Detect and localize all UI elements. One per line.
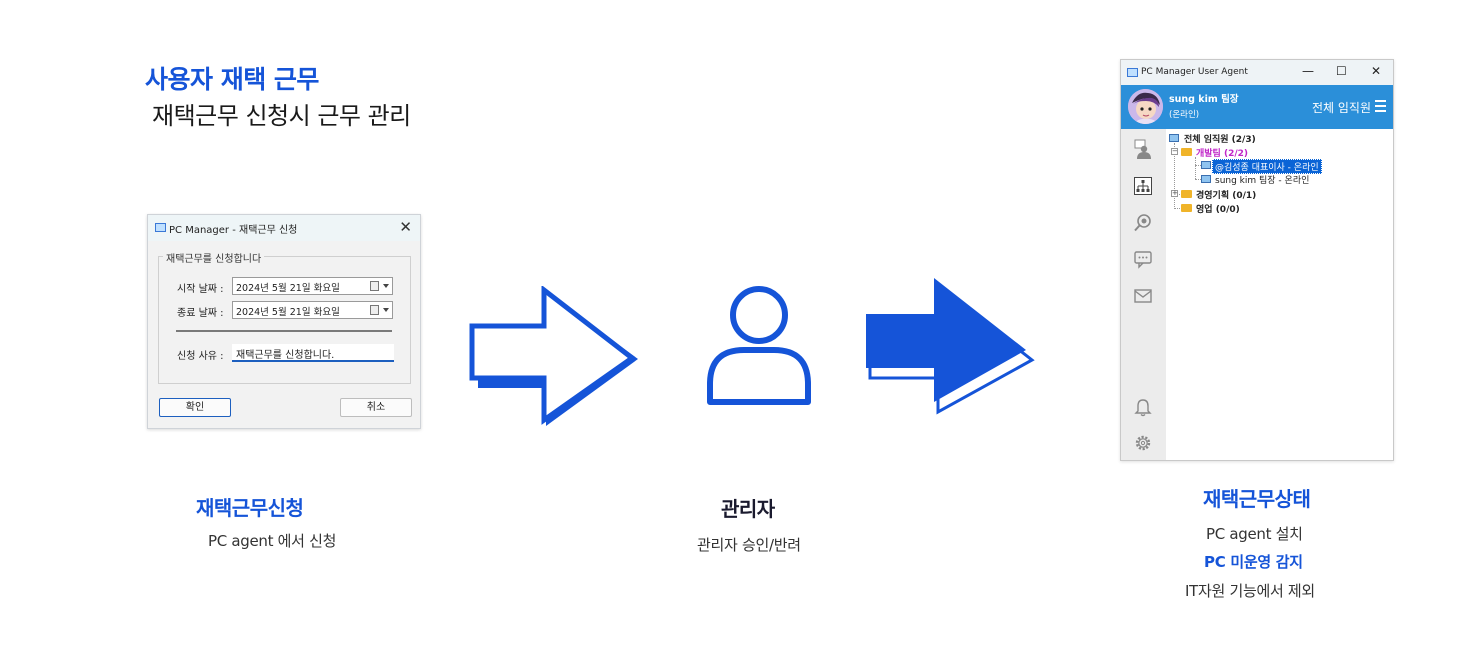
app-icon (155, 223, 166, 232)
reason-label: 신청 사유 : (177, 351, 224, 362)
start-date-picker[interactable]: 2024년 5월 21일 화요일 (232, 277, 393, 295)
tree-item-sales[interactable]: 영업 (0/0) (1196, 205, 1240, 215)
folder-icon (1181, 204, 1192, 212)
status-caption-line2: PC 미운영 감지 (1204, 553, 1303, 571)
window-titlebar: PC Manager User Agent — ☐ ✕ (1121, 60, 1393, 85)
collapse-toggle[interactable]: − (1171, 147, 1178, 155)
close-button[interactable]: ✕ (1371, 64, 1382, 78)
gear-icon[interactable] (1133, 433, 1153, 453)
dialog-title: PC Manager - 재택근무 신청 (169, 225, 298, 236)
status-caption-line3: IT자원 기능에서 제외 (1185, 582, 1315, 600)
remote-work-request-dialog: PC Manager - 재택근무 신청 ✕ 재택근무를 신청합니다 시작 날짜… (147, 214, 421, 429)
minimize-button[interactable]: — (1302, 64, 1314, 78)
all-staff-label[interactable]: 전체 임직원 (1311, 101, 1371, 115)
calendar-icon[interactable] (370, 305, 379, 315)
expand-toggle[interactable]: + (1171, 189, 1178, 197)
dialog-titlebar: PC Manager - 재택근무 신청 ✕ (148, 215, 420, 241)
tree-item-planning[interactable]: 경영기획 (0/1) (1196, 191, 1257, 201)
admin-caption-title: 관리자 (721, 497, 775, 521)
user-status: (온라인) (1169, 110, 1200, 120)
group-label: 재택근무를 신청합니다 (163, 250, 265, 265)
section-title: 사용자 재택 근무 (145, 65, 319, 94)
bell-icon[interactable] (1133, 397, 1153, 417)
window-title: PC Manager User Agent (1141, 67, 1248, 77)
tree-item-member2[interactable]: sung kim 팀장 - 온라인 (1215, 176, 1310, 186)
divider (176, 330, 392, 332)
end-date-picker[interactable]: 2024년 5월 21일 화요일 (232, 301, 393, 319)
org-chart-icon[interactable] (1133, 176, 1153, 196)
avatar[interactable] (1128, 89, 1163, 124)
user-name: sung kim 팀장 (1169, 94, 1239, 105)
pc-manager-window: PC Manager User Agent — ☐ ✕ sung kim 팀장 … (1120, 59, 1394, 461)
section-subtitle: 재택근무 신청시 근무 관리 (152, 102, 411, 130)
app-icon (1127, 68, 1138, 77)
arrow-right-filled-icon (866, 278, 1035, 415)
monitor-icon (1201, 175, 1211, 183)
folder-icon (1181, 148, 1192, 156)
start-date-value: 2024년 5월 21일 화요일 (236, 283, 340, 294)
sidebar (1121, 129, 1166, 460)
arrow-right-outline-icon (469, 286, 638, 426)
org-tree: 전체 임직원 (2/3) − 개발팀 (2/2) @김성종 대표이사 - 온라인… (1167, 129, 1393, 459)
close-icon[interactable]: ✕ (399, 218, 412, 236)
tree-root[interactable]: 전체 임직원 (2/3) (1184, 135, 1256, 145)
ok-button[interactable]: 확인 (159, 398, 231, 417)
dropdown-arrow-icon[interactable] (383, 284, 389, 288)
user-icon (707, 286, 811, 405)
start-date-label: 시작 날짜 : (177, 284, 224, 295)
reason-value: 재택근무를 신청합니다. (236, 350, 335, 361)
maximize-button[interactable]: ☐ (1336, 64, 1347, 78)
end-date-value: 2024년 5월 21일 화요일 (236, 307, 340, 318)
chat-icon[interactable] (1133, 249, 1153, 269)
monitor-icon (1169, 134, 1179, 142)
search-icon[interactable] (1133, 213, 1153, 233)
cancel-button[interactable]: 취소 (340, 398, 412, 417)
calendar-icon[interactable] (370, 281, 379, 291)
request-caption-title: 재택근무신청 (196, 496, 304, 520)
folder-icon (1181, 190, 1192, 198)
request-caption-text: PC agent 에서 신청 (208, 532, 337, 550)
end-date-label: 종료 날짜 : (177, 308, 224, 319)
user-header: sung kim 팀장 (온라인) 전체 임직원 (1121, 85, 1393, 129)
tree-item-dev-team[interactable]: 개발팀 (2/2) (1196, 149, 1249, 159)
status-caption-line1: PC agent 설치 (1206, 525, 1303, 543)
status-caption-title: 재택근무상태 (1203, 487, 1311, 511)
tree-item-member1[interactable]: @김성종 대표이사 - 온라인 (1212, 159, 1322, 174)
reason-input[interactable]: 재택근무를 신청합니다. (232, 344, 394, 362)
hamburger-menu-icon[interactable] (1375, 100, 1386, 115)
dropdown-arrow-icon[interactable] (383, 308, 389, 312)
admin-caption-text: 관리자 승인/반려 (697, 536, 801, 554)
mail-icon[interactable] (1133, 286, 1153, 306)
request-group (158, 256, 411, 384)
monitor-icon (1201, 161, 1211, 169)
contacts-icon[interactable] (1133, 139, 1153, 159)
